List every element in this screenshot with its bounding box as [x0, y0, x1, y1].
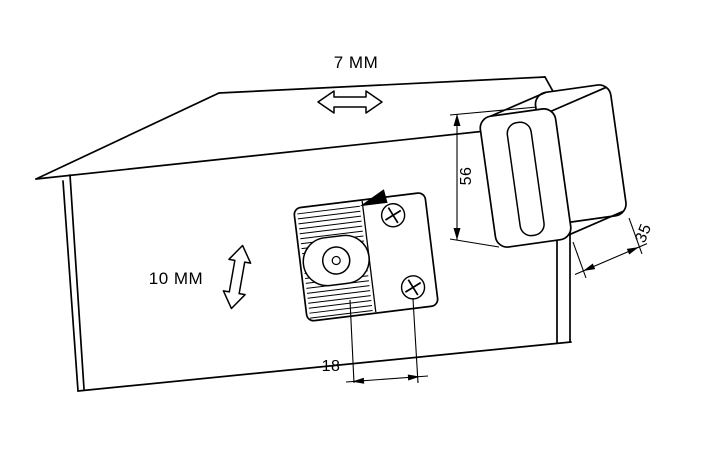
dim-35-arrow-left	[583, 263, 596, 271]
panel-left-edge-inner	[69, 174, 85, 390]
screw-bottom	[400, 275, 426, 300]
dim-56-extension-top	[449, 105, 549, 116]
dim-35-extension-left	[572, 241, 587, 279]
hook-depth-edges	[490, 86, 624, 236]
dim-56-label: 56	[458, 167, 475, 186]
mounting-plate	[293, 189, 439, 322]
dim-18-label: 18	[322, 358, 341, 375]
dim-18-arrow-right	[407, 374, 420, 381]
dimension-35	[572, 217, 648, 279]
dim-35-arrow-right	[626, 247, 639, 255]
hook-edge-top-left	[490, 91, 547, 117]
adjustment-10mm-label: 10 MM	[149, 269, 203, 288]
dim-35-label: 35	[632, 221, 655, 245]
hook-edge-top-right	[550, 86, 607, 113]
adjustment-7mm-label: 7 MM	[334, 53, 379, 72]
cam-center	[331, 255, 341, 266]
dim-35-extension-right	[628, 217, 643, 255]
hook-slot	[506, 121, 545, 237]
dim-18-extension-left	[349, 299, 355, 384]
double-arrow-horizontal-icon	[317, 90, 383, 114]
dimension-56	[449, 105, 549, 248]
dimension-18	[345, 298, 429, 384]
hanging-hook-bracket	[479, 84, 627, 248]
dim-18-arrow-left	[352, 377, 365, 384]
panel-left-edge-outer	[62, 180, 79, 392]
hook-edge-bottom-right	[568, 210, 624, 236]
marker-triangle	[359, 189, 388, 207]
screw-top	[380, 203, 406, 228]
cam-wheel	[321, 246, 351, 275]
panel-bottom-edge	[77, 341, 572, 392]
double-arrow-vertical-icon	[222, 244, 252, 310]
dim-56-extension-bottom	[449, 238, 500, 248]
dim-56-arrow-top	[453, 114, 461, 126]
dim-56-arrow-bottom	[453, 228, 461, 240]
dim-18-extension-right	[412, 298, 419, 384]
panel-top-far-edge	[35, 76, 546, 180]
